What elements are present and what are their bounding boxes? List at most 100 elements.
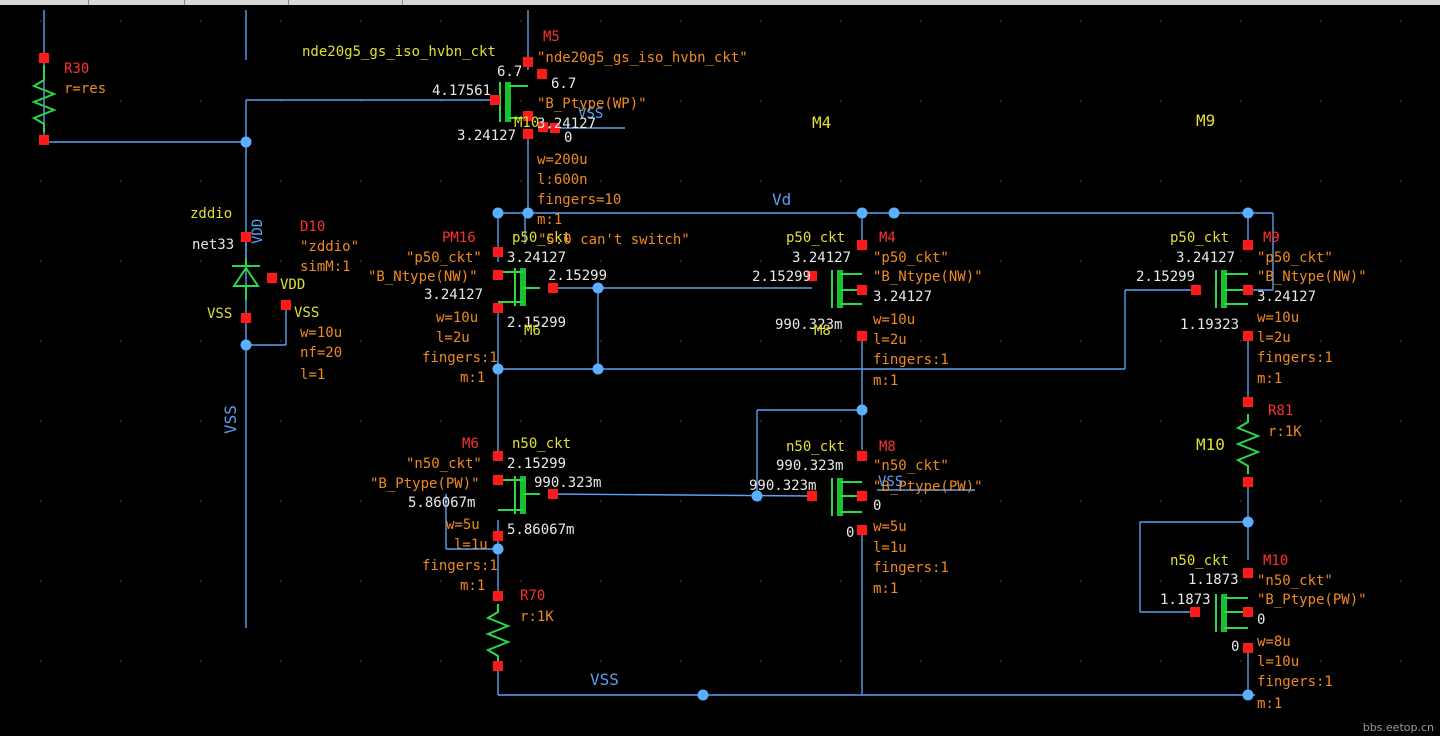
- pin[interactable]: [538, 122, 548, 132]
- r30-param: r=res: [64, 81, 106, 97]
- pin[interactable]: [857, 451, 867, 461]
- m9-v4: 1.19323: [1180, 317, 1239, 333]
- m5-l: l:600n: [537, 172, 588, 188]
- m5-bulk: "B_Ptype(WP)": [537, 96, 647, 112]
- pin[interactable]: [1243, 607, 1253, 617]
- toolbar-segment[interactable]: [184, 0, 289, 5]
- m8-l: l=1u: [873, 540, 907, 556]
- pin[interactable]: [523, 57, 533, 67]
- m9-bulk: "B_Ntype(NW)": [1257, 269, 1367, 285]
- pin[interactable]: [807, 271, 817, 281]
- m6-fingers: fingers:1: [422, 558, 498, 574]
- m5-m: m:1: [537, 212, 562, 228]
- m8-name: M8: [879, 439, 896, 455]
- pin[interactable]: [1243, 240, 1253, 250]
- m6-v2: 990.323m: [534, 475, 601, 491]
- pin[interactable]: [857, 331, 867, 341]
- pin[interactable]: [857, 525, 867, 535]
- m10-label: M10: [1196, 435, 1225, 454]
- m6-bulk: "B_Ptype(PW)": [370, 476, 480, 492]
- m4-cell: p50_ckt: [786, 230, 845, 246]
- m8-fingers: fingers:1: [873, 560, 949, 576]
- pm16-bulk: "B_Ntype(NW)": [368, 269, 478, 285]
- pin[interactable]: [493, 451, 503, 461]
- pin[interactable]: [39, 53, 49, 63]
- m5-cell: nde20g5_gs_iso_hvbn_ckt: [302, 44, 496, 60]
- pm16-fingers: fingers:1: [422, 350, 498, 366]
- pin[interactable]: [1243, 285, 1253, 295]
- m9-m: m:1: [1257, 371, 1282, 387]
- pin[interactable]: [550, 123, 560, 133]
- junction-dot: [751, 490, 763, 502]
- pin[interactable]: [267, 273, 277, 283]
- pin[interactable]: [493, 303, 503, 313]
- pin[interactable]: [241, 313, 251, 323]
- m9-v1: 3.24127: [1176, 250, 1235, 266]
- pin[interactable]: [1243, 477, 1253, 487]
- pin[interactable]: [1243, 643, 1253, 653]
- toolbar-segment[interactable]: [288, 0, 403, 5]
- pin[interactable]: [493, 270, 503, 280]
- m6-l: l=1u: [454, 537, 488, 553]
- pin[interactable]: [1243, 397, 1253, 407]
- watermark: bbs.eetop.cn: [1362, 721, 1434, 734]
- vdd-wire-label: VDD: [250, 219, 266, 244]
- pin[interactable]: [807, 491, 817, 501]
- m5-w: w=200u: [537, 152, 588, 168]
- m8-vss: VSS: [878, 474, 903, 490]
- m10-v1: 1.1873: [1188, 572, 1239, 588]
- m4-model: "p50_ckt": [873, 250, 949, 266]
- pin[interactable]: [493, 591, 503, 601]
- pin[interactable]: [1191, 285, 1201, 295]
- toolbar-segment[interactable]: [0, 0, 89, 5]
- pin[interactable]: [857, 240, 867, 250]
- m5-v5: 3.24127: [457, 128, 516, 144]
- pin[interactable]: [241, 232, 251, 242]
- d10-model: "zddio": [300, 239, 359, 255]
- pin[interactable]: [281, 300, 291, 310]
- r81-name: R81: [1268, 403, 1293, 419]
- m5-v1: 6.7: [497, 64, 522, 80]
- pm16-note: "5.0 can't switch": [538, 232, 690, 248]
- m8-bulk: "B_Ptype(PW)": [873, 479, 983, 495]
- junctions: [240, 136, 1254, 701]
- pin[interactable]: [490, 95, 500, 105]
- pin[interactable]: [493, 661, 503, 671]
- m10-name: M10: [1263, 553, 1288, 569]
- pin[interactable]: [548, 489, 558, 499]
- m8-v2: 990.323m: [749, 478, 816, 494]
- m6-name: M6: [462, 436, 479, 452]
- pin[interactable]: [857, 491, 867, 501]
- m10-v4: 0: [1231, 639, 1239, 655]
- m5-m10: M10: [514, 115, 539, 131]
- m9-model: "p50_ckt": [1257, 250, 1333, 266]
- pm16-m: m:1: [460, 370, 485, 386]
- pm16-model: "p50_ckt": [406, 250, 482, 266]
- d10-name: D10: [300, 219, 325, 235]
- pin[interactable]: [493, 475, 503, 485]
- pin[interactable]: [523, 129, 533, 139]
- pin[interactable]: [493, 247, 503, 257]
- pin[interactable]: [1190, 607, 1200, 617]
- pin[interactable]: [1243, 331, 1253, 341]
- d10-sim: simM:1: [300, 259, 351, 275]
- pin[interactable]: [857, 285, 867, 295]
- toolbar-segment[interactable]: [88, 0, 185, 5]
- grid: [40, 20, 1402, 662]
- pin[interactable]: [548, 283, 558, 293]
- junction-dot: [856, 207, 868, 219]
- m10-v2: 1.1873: [1160, 592, 1211, 608]
- m9-v3: 3.24127: [1257, 289, 1316, 305]
- pin[interactable]: [493, 531, 503, 541]
- pins[interactable]: [39, 53, 1253, 671]
- d10-vss-right: VSS: [294, 305, 319, 321]
- m5-v6: 0: [564, 130, 572, 146]
- m8-model: "n50_ckt": [873, 458, 949, 474]
- m9-name: M9: [1263, 230, 1280, 246]
- pin[interactable]: [1243, 568, 1253, 578]
- junction-dot: [522, 207, 534, 219]
- pin[interactable]: [523, 111, 533, 121]
- pin[interactable]: [39, 135, 49, 145]
- pin[interactable]: [537, 69, 547, 79]
